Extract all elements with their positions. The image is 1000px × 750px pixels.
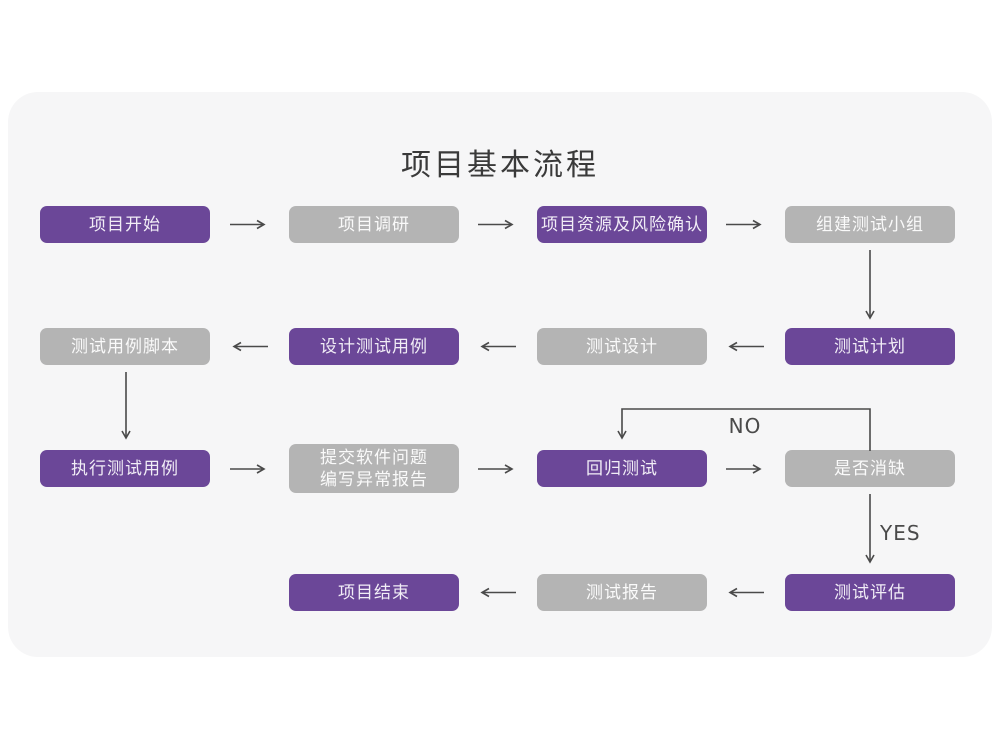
node-execute-test-case: 执行测试用例: [40, 450, 210, 487]
node-build-test-team: 组建测试小组: [785, 206, 955, 243]
flowchart-card: [8, 92, 992, 657]
page-title: 项目基本流程: [401, 148, 599, 183]
node-test-evaluation: 测试评估: [785, 574, 955, 611]
node-test-design: 测试设计: [537, 328, 707, 365]
node-defect-resolved: 是否消缺: [785, 450, 955, 487]
node-test-plan: 测试计划: [785, 328, 955, 365]
node-project-research: 项目调研: [289, 206, 459, 243]
node-design-test-case: 设计测试用例: [289, 328, 459, 365]
node-project-start: 项目开始: [40, 206, 210, 243]
node-project-end: 项目结束: [289, 574, 459, 611]
node-resources-risk-confirm: 项目资源及风险确认: [537, 206, 707, 243]
node-test-report: 测试报告: [537, 574, 707, 611]
node-submit-issue-report: 提交软件问题 编写异常报告: [289, 444, 459, 493]
node-test-case-script: 测试用例脚本: [40, 328, 210, 365]
node-regression-test: 回归测试: [537, 450, 707, 487]
